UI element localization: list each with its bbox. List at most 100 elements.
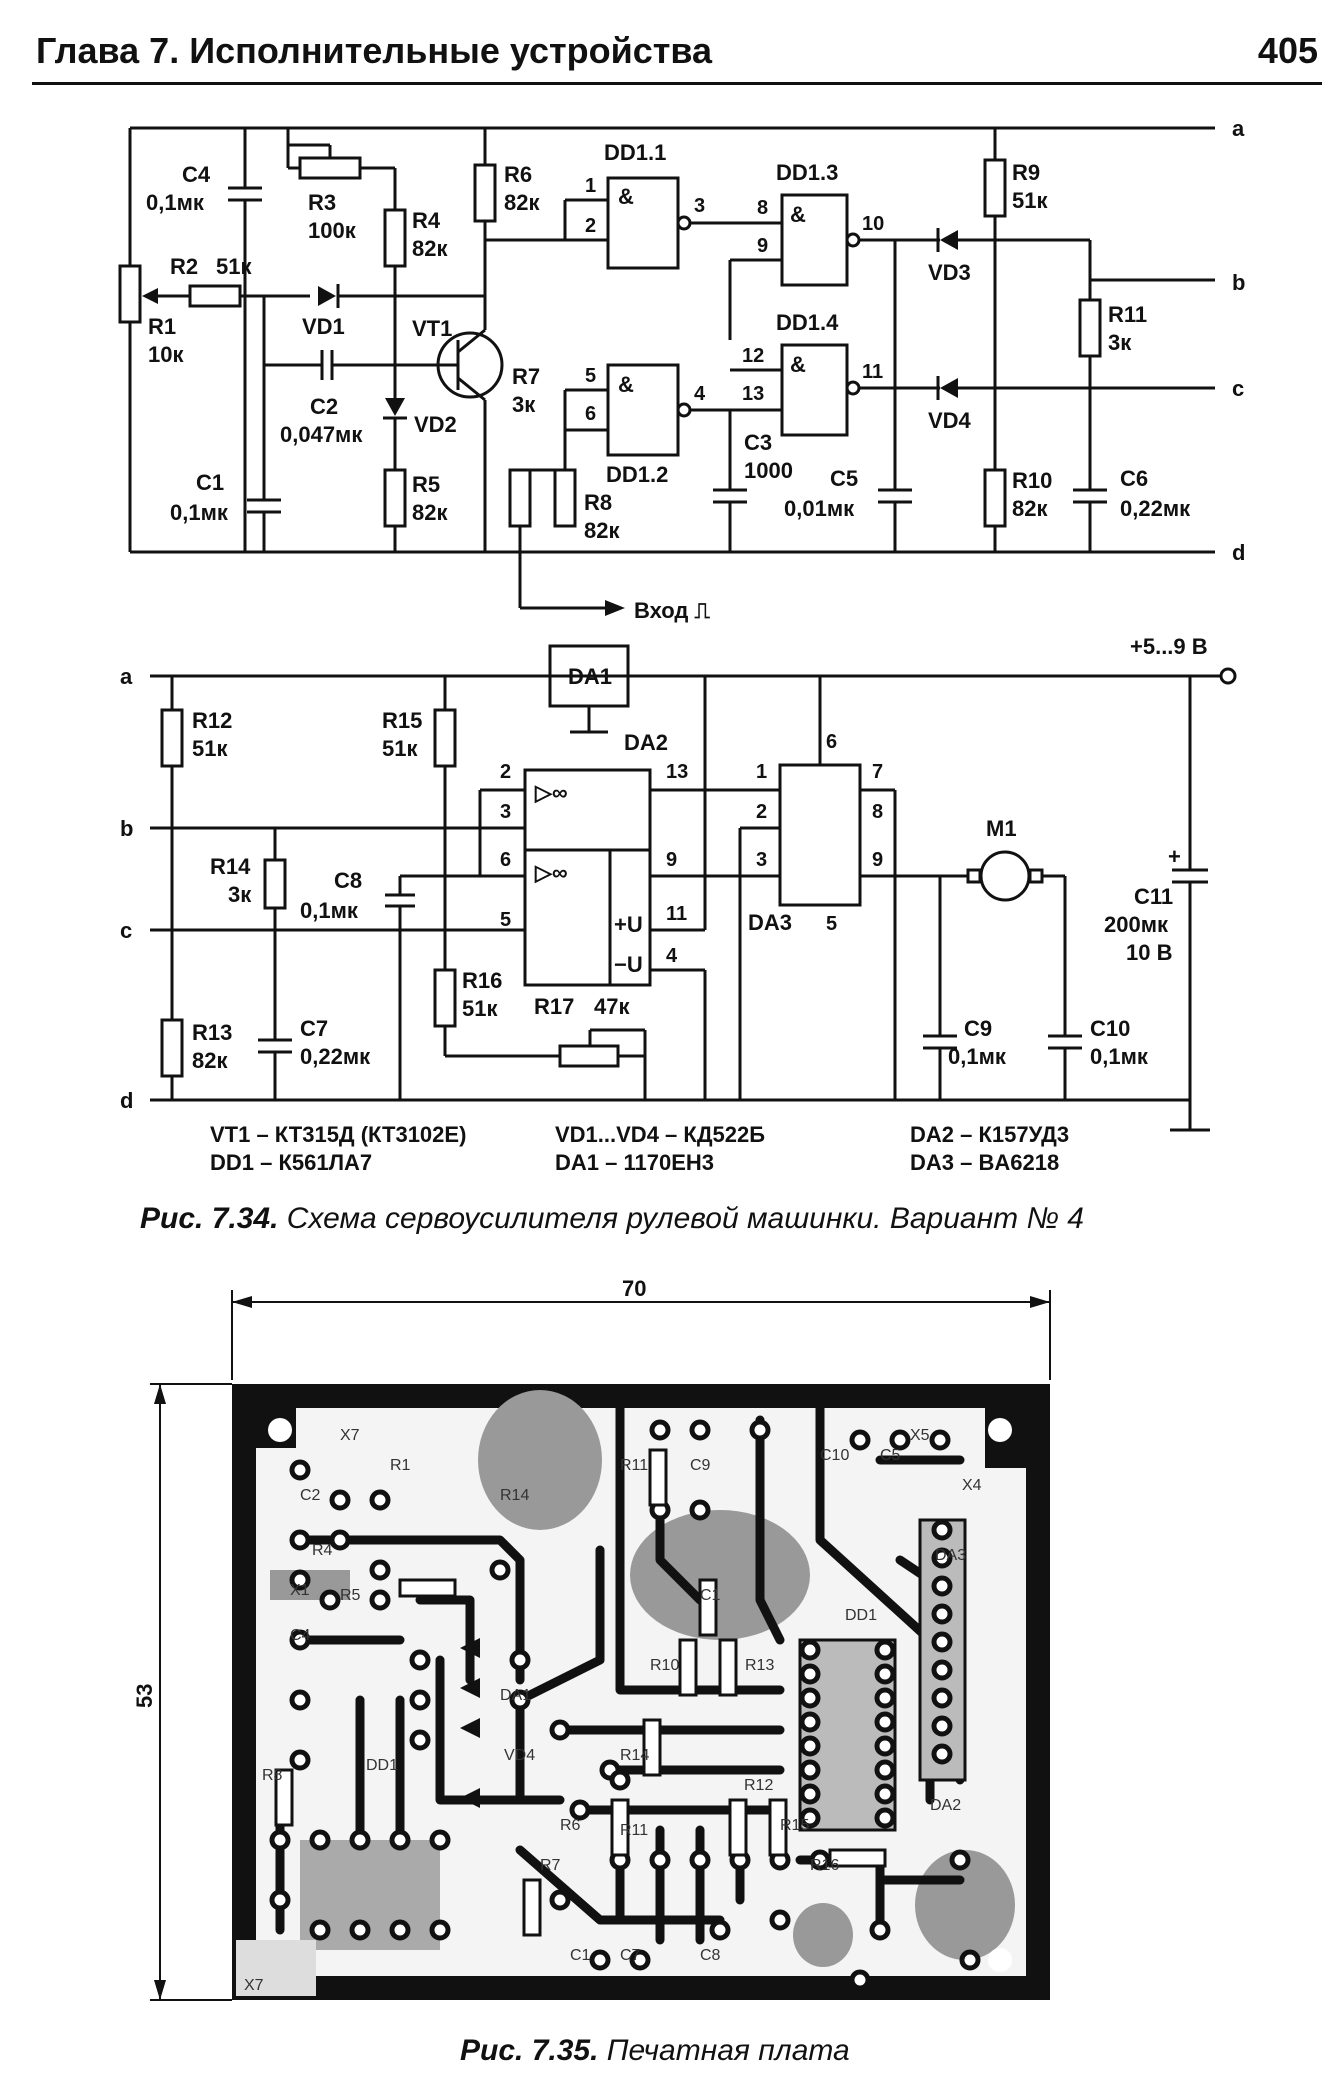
svg-text:3: 3	[694, 195, 705, 217]
pcb-pad	[931, 1687, 953, 1709]
da2-plus-u: +U	[614, 912, 643, 937]
pcb-pad	[709, 1919, 731, 1941]
pcb-pad	[549, 1719, 571, 1741]
r9-value: 51к	[1012, 188, 1048, 213]
svg-text:DA3: DA3	[935, 1547, 966, 1564]
pcb-pad	[949, 1849, 971, 1871]
dd11-label: DD1.1	[604, 140, 666, 165]
svg-text:R10: R10	[650, 1657, 679, 1674]
r13-label: R13	[192, 1020, 232, 1045]
pcb-pad	[799, 1711, 821, 1733]
pcb-pad	[369, 1489, 391, 1511]
pcb-pad	[931, 1631, 953, 1653]
svg-text:5: 5	[826, 913, 837, 935]
c11-plus: +	[1168, 844, 1181, 869]
pcb-pad	[589, 1949, 611, 1971]
svg-text:R13: R13	[745, 1657, 774, 1674]
svg-text:R4: R4	[312, 1542, 333, 1559]
svg-text:C10: C10	[820, 1447, 849, 1464]
da1-label: DA1	[568, 664, 612, 689]
c10-label: C10	[1090, 1016, 1130, 1041]
resistor-r4	[383, 208, 407, 268]
c7-label: C7	[300, 1016, 328, 1041]
c3-label: C3	[744, 430, 772, 455]
svg-text:11: 11	[666, 903, 687, 925]
r16-value: 51к	[462, 996, 498, 1021]
dd12-and: &	[618, 372, 634, 397]
pcb-pad	[799, 1759, 821, 1781]
pcb-pad	[409, 1649, 431, 1671]
svg-text:8: 8	[872, 801, 883, 823]
pcb-pad	[349, 1829, 371, 1851]
r15-label: R15	[382, 708, 422, 733]
vd1-label: VD1	[302, 314, 345, 339]
schematic-motor-driver: a b c d +5...9 В R12 51к R13 82к R14 3к …	[120, 634, 1237, 1132]
pcb-pad	[769, 1909, 791, 1931]
resistor-r9	[983, 158, 1007, 218]
svg-text:R6: R6	[560, 1817, 581, 1834]
svg-text:C7: C7	[620, 1947, 641, 1964]
bus2-d-label: d	[120, 1088, 133, 1113]
r12-label: R12	[192, 708, 232, 733]
figure2-caption: Рис. 7.35. Печатная плата	[460, 2034, 850, 2067]
r8-value: 82к	[584, 518, 620, 543]
svg-text:DA1: DA1	[500, 1687, 531, 1704]
resistor-r10	[983, 468, 1007, 528]
r7-label: R7	[512, 364, 540, 389]
pcb-pad	[931, 1603, 953, 1625]
pcb-pad	[629, 1949, 651, 1971]
supply-label: +5...9 В	[1130, 634, 1208, 659]
r13-value: 82к	[192, 1048, 228, 1073]
svg-text:9: 9	[666, 849, 677, 871]
bus2-b-label: b	[120, 816, 133, 841]
pcb-pad	[749, 1419, 771, 1441]
dd14-label: DD1.4	[776, 310, 839, 335]
c1-value: 0,1мк	[170, 500, 229, 525]
svg-text:X4: X4	[962, 1477, 982, 1494]
c7-value: 0,22мк	[300, 1044, 371, 1069]
da2-minus-u: −U	[614, 952, 643, 977]
resistor-r14	[263, 858, 287, 910]
svg-text:9: 9	[872, 849, 883, 871]
svg-text:6: 6	[585, 403, 596, 425]
svg-text:R11: R11	[620, 1457, 648, 1474]
svg-text:C9: C9	[690, 1457, 711, 1474]
pcb-pad	[874, 1735, 896, 1757]
pcb-pad	[309, 1829, 331, 1851]
r6-value: 82к	[504, 190, 540, 215]
pcb-pad	[289, 1749, 311, 1771]
svg-text:R14: R14	[620, 1747, 649, 1764]
pcb-pad	[799, 1639, 821, 1661]
c9-value: 0,1мк	[948, 1044, 1007, 1069]
pcb-pad	[874, 1663, 896, 1685]
svg-text:R1: R1	[390, 1457, 411, 1474]
resistor-r11	[1078, 298, 1102, 358]
bus-c-label: c	[1232, 376, 1244, 401]
pcb-pad	[389, 1919, 411, 1941]
pcb-pad	[289, 1569, 311, 1591]
r11-label: R11	[1108, 302, 1147, 327]
pcb-pad	[849, 1429, 871, 1451]
svg-text:7: 7	[872, 761, 883, 783]
svg-text:6: 6	[826, 731, 837, 753]
svg-text:DD1: DD1	[366, 1757, 398, 1774]
pcb-silkscreen: X7 R1 C2 R4 X1 R5 C4 R8 DD1 R14 R11 C9 C…	[244, 1427, 982, 1994]
pcb-pad	[569, 1799, 591, 1821]
pcb-pad	[874, 1759, 896, 1781]
component-da2: DA2 – К157УД3	[910, 1122, 1069, 1147]
pcb-pad	[799, 1663, 821, 1685]
bus-a-label: a	[1232, 116, 1245, 141]
pcb-pad	[959, 1949, 981, 1971]
svg-text:C2: C2	[300, 1487, 321, 1504]
r10-label: R10	[1012, 468, 1052, 493]
svg-text:R15: R15	[780, 1817, 809, 1834]
pcb-pad	[289, 1459, 311, 1481]
r14-value: 3к	[228, 882, 252, 907]
svg-text:11: 11	[862, 361, 883, 383]
resistor-r8	[553, 468, 577, 528]
pcb-pad	[489, 1559, 511, 1581]
svg-text:13: 13	[742, 383, 764, 405]
r5-label: R5	[412, 472, 440, 497]
resistor-r16	[433, 968, 457, 1028]
pcb-pad	[649, 1849, 671, 1871]
